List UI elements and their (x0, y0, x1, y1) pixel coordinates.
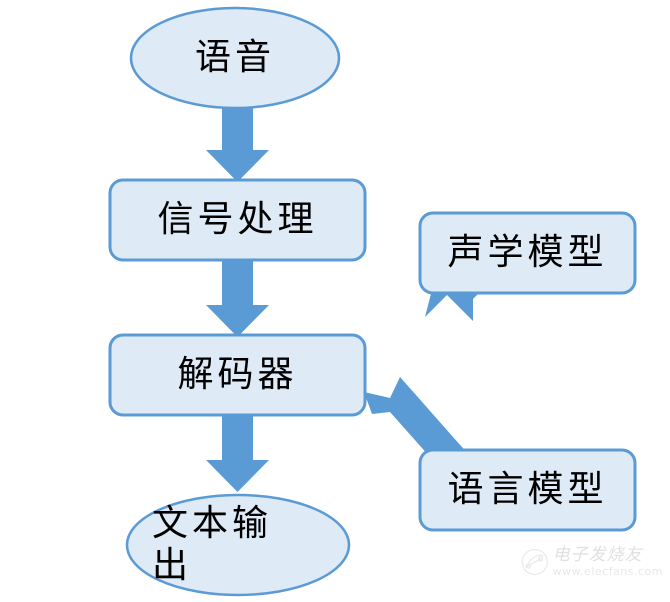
node-speech[interactable] (129, 6, 341, 110)
arrow-speech-to-signal (206, 100, 269, 182)
node-acoustic-model[interactable] (418, 211, 637, 295)
node-text-output[interactable] (125, 493, 351, 597)
node-signal-processing[interactable] (108, 178, 367, 262)
arrow-signal-to-decoder (206, 258, 269, 337)
node-language-model[interactable] (418, 448, 637, 532)
arrow-decoder-to-output (206, 412, 269, 492)
node-decoder[interactable] (108, 333, 367, 417)
